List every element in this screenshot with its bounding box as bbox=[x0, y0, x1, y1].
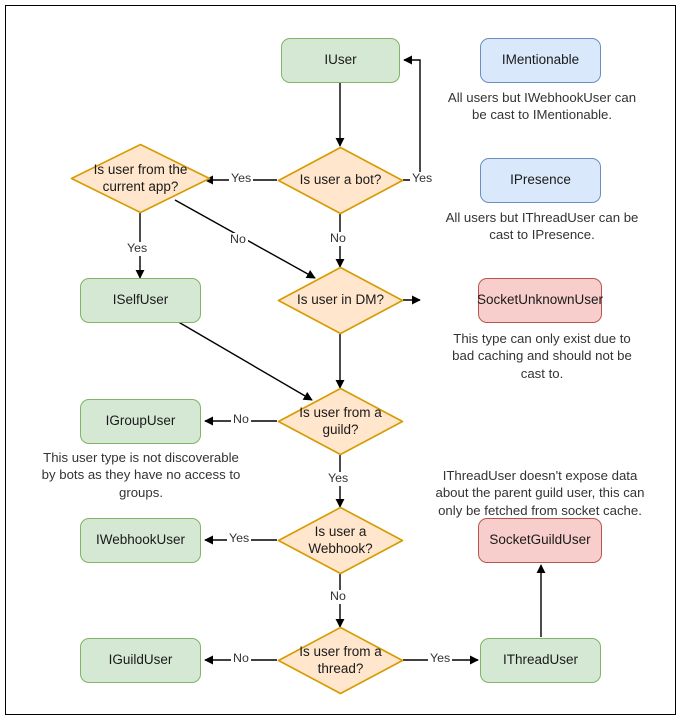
node-socketguilduser-label: SocketGuildUser bbox=[489, 532, 591, 548]
node-ipresence[interactable]: IPresence bbox=[480, 158, 601, 203]
edge-label-bot-yes-right: Yes bbox=[410, 171, 435, 186]
node-is-user-from-a-guild[interactable]: Is user from a guild? bbox=[277, 387, 404, 456]
node-iguilduser[interactable]: IGuildUser bbox=[80, 638, 201, 683]
node-is-user-from-a-guild-label: Is user from a guild? bbox=[299, 404, 382, 437]
note-ipresence: All users but IThreadUser can be cast to… bbox=[445, 210, 639, 243]
node-socketunknownuser-label: SocketUnknownUser bbox=[476, 292, 604, 308]
edge-label-bot-yes-left: Yes bbox=[229, 171, 254, 186]
node-socketguilduser[interactable]: SocketGuildUser bbox=[478, 518, 602, 563]
node-imentionable[interactable]: IMentionable bbox=[480, 38, 601, 83]
node-ipresence-label: IPresence bbox=[510, 172, 571, 188]
edge-label-bot-no: No bbox=[328, 231, 348, 246]
node-iwebhookuser-label: IWebhookUser bbox=[95, 532, 186, 548]
node-iselfuser-label: ISelfUser bbox=[112, 292, 169, 308]
node-iselfuser[interactable]: ISelfUser bbox=[80, 278, 201, 323]
edge-label-webhook-no: No bbox=[328, 589, 348, 604]
note-imentionable: All users but IWebhookUser can be cast t… bbox=[447, 90, 637, 123]
node-is-user-in-dm[interactable]: Is user in DM? bbox=[277, 266, 404, 335]
note-socketguilduser: IThreadUser doesn't expose data about th… bbox=[435, 468, 645, 518]
edge-label-thread-no: No bbox=[231, 651, 251, 666]
edge-label-guild-no: No bbox=[231, 412, 251, 427]
edge-label-webhook-yes: Yes bbox=[227, 531, 252, 546]
node-iguilduser-label: IGuildUser bbox=[108, 652, 173, 668]
note-socketunknownuser: This type can only exist due to bad cach… bbox=[452, 331, 632, 381]
node-is-user-a-webhook-label: Is user a Webhook? bbox=[308, 523, 373, 556]
node-ithreaduser-label: IThreadUser bbox=[502, 652, 579, 668]
diamond-shape bbox=[70, 143, 211, 214]
diamond-shape bbox=[277, 387, 404, 456]
edge-label-current-app-no: No bbox=[228, 232, 248, 247]
diagram-border bbox=[5, 5, 676, 715]
node-is-user-a-bot[interactable]: Is user a bot? bbox=[277, 146, 404, 215]
diamond-shape bbox=[277, 266, 404, 335]
node-is-user-in-dm-label: Is user in DM? bbox=[296, 292, 385, 308]
node-iuser[interactable]: IUser bbox=[281, 38, 400, 83]
node-ithreaduser[interactable]: IThreadUser bbox=[480, 638, 601, 683]
diamond-shape bbox=[277, 506, 404, 575]
node-imentionable-label: IMentionable bbox=[501, 52, 580, 68]
node-is-user-from-current-app[interactable]: Is user from the current app? bbox=[70, 143, 211, 214]
node-iuser-label: IUser bbox=[324, 52, 357, 68]
node-igroupuser-label: IGroupUser bbox=[105, 413, 176, 429]
note-igroupuser: This user type is not discoverable by bo… bbox=[41, 450, 241, 500]
diamond-shape bbox=[277, 626, 404, 695]
node-socketunknownuser[interactable]: SocketUnknownUser bbox=[476, 278, 604, 323]
edge-label-thread-yes: Yes bbox=[428, 651, 453, 666]
node-is-user-a-bot-label: Is user a bot? bbox=[299, 172, 382, 188]
node-is-user-from-current-app-label: Is user from the current app? bbox=[93, 161, 188, 194]
edge-label-current-app-yes: Yes bbox=[125, 241, 150, 256]
edge-label-guild-yes: Yes bbox=[326, 471, 351, 486]
node-iwebhookuser[interactable]: IWebhookUser bbox=[80, 518, 201, 563]
node-igroupuser[interactable]: IGroupUser bbox=[80, 399, 201, 444]
diamond-shape bbox=[277, 146, 404, 215]
node-is-user-from-a-thread[interactable]: Is user from a thread? bbox=[277, 626, 404, 695]
node-is-user-a-webhook[interactable]: Is user a Webhook? bbox=[277, 506, 404, 575]
node-is-user-from-a-thread-label: Is user from a thread? bbox=[299, 643, 382, 676]
